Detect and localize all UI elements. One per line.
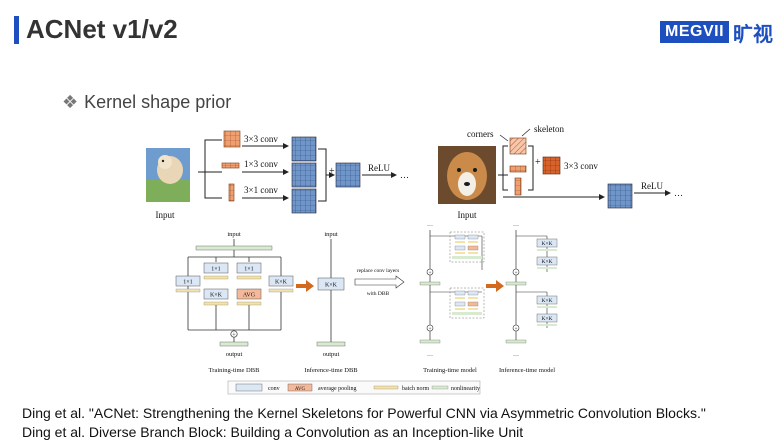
inf-model-kxk-3: K×K (541, 298, 552, 304)
relu-label: ReLU (368, 163, 390, 173)
caption-inference-time-dbb: Inference-time DBB (304, 367, 358, 374)
dog-face-input-image (438, 146, 496, 204)
feature-map-3x1 (291, 188, 317, 214)
kernel-3x1-small (514, 177, 522, 196)
inf-model-top-dots: … (513, 222, 519, 228)
legend-avg-box: AVG (295, 387, 306, 392)
inf-dbb-kxk: K×K (325, 283, 338, 289)
orange-arrow-2-icon (486, 280, 504, 292)
inference-time-model: … K×K K×K + K×K K×K + … Inference-time m… (499, 222, 558, 374)
feature-map-sum (335, 162, 361, 188)
inf-model-kxk-1: K×K (541, 241, 552, 247)
caption-training-time-model: Training-time model (423, 367, 477, 374)
branch-3x1-label: 3×1 conv (244, 185, 278, 195)
dbb-output-label: output (226, 351, 243, 358)
reference-acnet: Ding et al. "ACNet: Strengthening the Ke… (22, 405, 706, 421)
orange-arrow-icon (296, 280, 314, 292)
right-ellipsis: … (674, 188, 683, 198)
legend-bn-swatch (373, 385, 399, 390)
legend-bn: batch norm (402, 386, 429, 392)
dbb-legend: conv AVG average pooling batch norm nonl… (227, 380, 481, 395)
branch-1x3-label: 1×3 conv (244, 159, 278, 169)
replace-arrow: replace conv layers with DBB (354, 268, 405, 297)
acnet-right-input-label: Input (458, 210, 477, 220)
feature-map-right (607, 183, 633, 209)
acnet-input-label: Input (156, 210, 175, 220)
legend-conv-swatch (235, 383, 263, 392)
kernel-3x1-orange (228, 183, 235, 202)
right-relu-label: ReLU (641, 181, 663, 191)
feature-map-3x3 (291, 136, 317, 162)
svg-text:+: + (429, 327, 432, 332)
kernel-1x3-orange (221, 162, 240, 169)
dbb-branch3-avg: AVG (243, 293, 256, 299)
hollow-arrow-icon (354, 275, 405, 289)
inf-model-kxk-2: K×K (541, 259, 552, 265)
plus-symbol-right: + (535, 157, 541, 168)
model-top-dots: … (427, 222, 433, 228)
dbb-branch4-kxk: K×K (275, 280, 288, 286)
replace-label-1: replace conv layers (357, 268, 399, 274)
model-bottom-dots: … (427, 352, 433, 358)
logo-brand-cn: 旷视 (733, 21, 774, 46)
svg-text:+: + (232, 333, 236, 339)
kernel-1x3-small (509, 165, 527, 173)
acnet-right-diagram: Input corners skeleton + 3×3 conv ReLU … (438, 124, 683, 220)
feature-map-1x3 (291, 162, 317, 188)
ellipsis: … (400, 170, 409, 180)
legend-nonlin-swatch (431, 385, 449, 390)
dbb-branch1-1x1: 1×1 (183, 280, 192, 286)
svg-text:+: + (515, 271, 518, 276)
dbb-branch2-1x1: 1×1 (211, 267, 220, 273)
megvii-logo: MEGVII 旷视 (660, 19, 774, 46)
acnet-left-diagram: Input 3×3 conv 1×3 conv 3×1 conv + ReLU … (146, 130, 409, 220)
kernel-corners-hatched (509, 137, 527, 155)
svg-text:+: + (429, 271, 432, 276)
caption-inference-time-model: Inference-time model (499, 367, 555, 374)
mini-dbb-top (452, 234, 482, 259)
mini-dbb-bottom (452, 290, 482, 315)
plus-symbol: + (329, 166, 335, 177)
slide-title: ACNet v1/v2 (26, 14, 178, 44)
caption-training-time-dbb: Training-time DBB (209, 367, 261, 374)
legend-nonlin: nonlinearity (451, 386, 480, 392)
branch-3x3-label: 3×3 conv (244, 134, 278, 144)
bullet-kernel-shape-prior: ❖Kernel shape prior (62, 92, 231, 113)
training-time-model: … + (419, 222, 485, 374)
title-accent-bar (14, 16, 19, 44)
bullet-text: Kernel shape prior (84, 92, 232, 112)
inference-time-dbb: input K×K output Inference-time DBB (304, 231, 358, 374)
reference-dbb: Ding et al. Diverse Branch Block: Buildi… (22, 424, 524, 440)
dbb-branch2-kxk: K×K (210, 293, 223, 299)
training-time-dbb: input 1×1 1×1 K×K 1×1 AVG K×K + (175, 231, 294, 374)
legend-avg-swatch (287, 383, 313, 392)
dbb-input-label: input (227, 231, 241, 238)
dbb-branch3-1x1: 1×1 (244, 267, 253, 273)
inf-model-bottom-dots: … (513, 352, 519, 358)
diamond-bullet-icon: ❖ (62, 92, 79, 112)
inf-dbb-input-label: input (324, 231, 338, 238)
logo-brand: MEGVII (660, 21, 730, 43)
legend-conv: conv (268, 386, 280, 392)
dog-input-image (146, 148, 190, 202)
skeleton-label: skeleton (534, 124, 564, 134)
svg-text:+: + (515, 327, 518, 332)
kernel-3x3-orange (223, 130, 241, 148)
inf-dbb-output-label: output (323, 351, 340, 358)
corners-label: corners (467, 129, 494, 139)
fused-conv-label: 3×3 conv (564, 161, 598, 171)
legend-avg: average pooling (318, 386, 356, 392)
inf-model-kxk-4: K×K (541, 316, 552, 322)
replace-label-2: with DBB (367, 291, 390, 297)
kernel-fused-3x3 (542, 156, 561, 175)
